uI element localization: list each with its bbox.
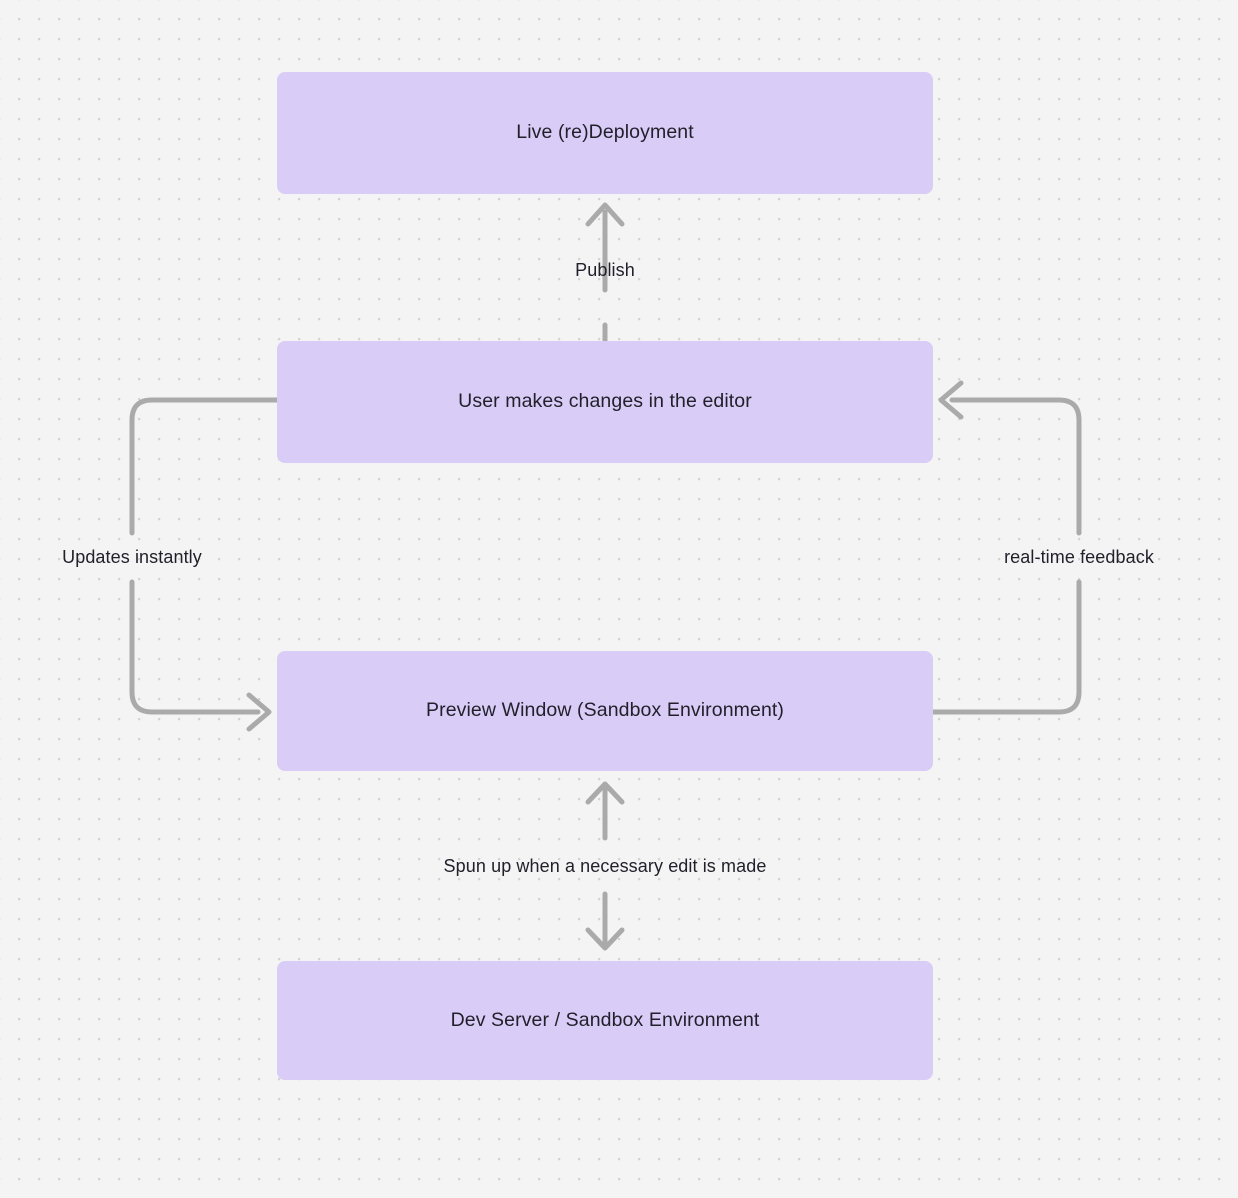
node-label: Live (re)Deployment <box>516 121 694 144</box>
edge-label-updates-instantly: Updates instantly <box>62 547 202 567</box>
node-label: Preview Window (Sandbox Environment) <box>426 699 784 722</box>
edge-label-spun-up: Spun up when a necessary edit is made <box>443 856 767 876</box>
edge-label-real-time-feedback: real-time feedback <box>1004 547 1154 567</box>
node-label: User makes changes in the editor <box>458 390 752 413</box>
node-live-redeployment[interactable]: Live (re)Deployment <box>277 72 933 194</box>
node-label: Dev Server / Sandbox Environment <box>450 1008 760 1031</box>
node-preview-window[interactable]: Preview Window (Sandbox Environment) <box>277 651 933 771</box>
edge-label-publish: Publish <box>575 260 635 280</box>
node-user-makes-changes[interactable]: User makes changes in the editor <box>277 341 933 463</box>
node-dev-server[interactable]: Dev Server / Sandbox Environment <box>277 961 933 1080</box>
